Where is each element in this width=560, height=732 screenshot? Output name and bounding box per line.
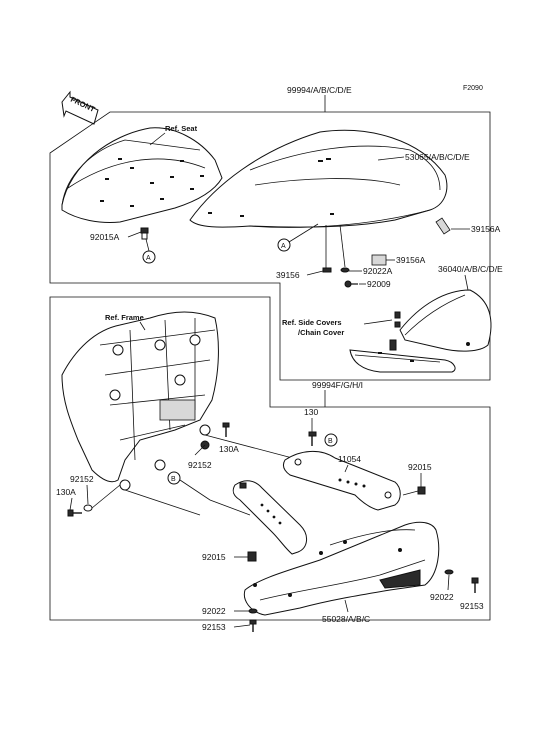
cover-36040 <box>394 289 492 352</box>
tab-39156-icon <box>322 267 332 273</box>
label-92022-left: 92022 <box>202 606 226 616</box>
circle-b-marker-1: B <box>167 471 181 485</box>
ref-side-cover-part <box>349 339 456 373</box>
label-92015-left: 92015 <box>202 552 226 562</box>
label-130: 130 <box>304 407 318 417</box>
svg-text:A: A <box>146 255 151 262</box>
bolt-130-icon <box>308 431 317 446</box>
washer-92022a-icon <box>340 267 350 273</box>
nut-92015-left-icon <box>247 551 257 562</box>
group-lower-label: 99994F/G/H/I <box>312 380 363 390</box>
label-92009: 92009 <box>367 279 391 289</box>
washer-92022-right-icon <box>444 569 454 575</box>
ref-chain-cover-label: /Chain Cover <box>298 328 344 337</box>
label-92015-right: 92015 <box>408 462 432 472</box>
seat-cowl-53065 <box>189 129 448 228</box>
ref-frame-label: Ref. Frame <box>105 313 144 322</box>
label-92015a: 92015A <box>90 232 120 242</box>
label-53065: 53065/A/B/C/D/E <box>405 152 470 162</box>
svg-text:B: B <box>171 476 176 483</box>
bolt-92153-right-icon <box>471 577 479 593</box>
svg-text:B: B <box>328 438 333 445</box>
label-92152-upper: 92152 <box>188 460 212 470</box>
label-39156a-2: 39156A <box>396 255 426 265</box>
front-arrow-icon: FRONT <box>61 90 99 125</box>
circle-a-marker-2: A <box>277 238 291 252</box>
label-36040: 36040/A/B/C/D/E <box>438 264 503 274</box>
bolt-92015a-icon <box>140 227 149 240</box>
circle-b-marker-2: B <box>324 433 338 447</box>
label-130a-lower: 130A <box>56 487 76 497</box>
label-11054: 11054 <box>338 454 361 464</box>
bolt-92153-left-icon <box>249 619 257 632</box>
bracket-left <box>232 480 307 555</box>
lower-group-box <box>49 296 491 621</box>
pad-39156a-icon <box>371 254 387 266</box>
svg-text:A: A <box>281 243 286 250</box>
screw-92009-icon <box>344 280 358 288</box>
ref-seat-part <box>61 127 223 223</box>
label-39156: 39156 <box>276 270 300 280</box>
cover-55028 <box>243 521 440 616</box>
label-92153-left: 92153 <box>202 622 226 632</box>
label-39156a-1: 39156A <box>471 224 501 234</box>
ref-side-covers-label: Ref. Side Covers <box>282 318 342 327</box>
washer-92022-left-icon <box>248 608 258 614</box>
label-92153-right: 92153 <box>460 601 484 611</box>
label-55028: 55028/A/B/C <box>322 614 370 624</box>
ref-seat-label: Ref. Seat <box>165 124 198 133</box>
figure-code: F2090 <box>463 85 483 92</box>
label-130a-upper: 130A <box>219 444 239 454</box>
nut-92015-right-icon <box>417 486 426 495</box>
strip-39156a-icon <box>435 217 451 235</box>
bolt-130a-lower-icon <box>67 509 82 517</box>
bolt-130a-upper-icon <box>222 422 230 437</box>
label-92152-lower: 92152 <box>70 474 94 484</box>
label-92022-right: 92022 <box>430 592 454 602</box>
label-92022a: 92022A <box>363 266 393 276</box>
circle-a-marker-1: A <box>142 250 156 264</box>
bracket-11054 <box>282 451 401 511</box>
washer-92152-lower-icon <box>83 504 93 512</box>
group-upper-label: 99994/A/B/C/D/E <box>287 85 352 95</box>
upper-group-box <box>49 95 491 381</box>
